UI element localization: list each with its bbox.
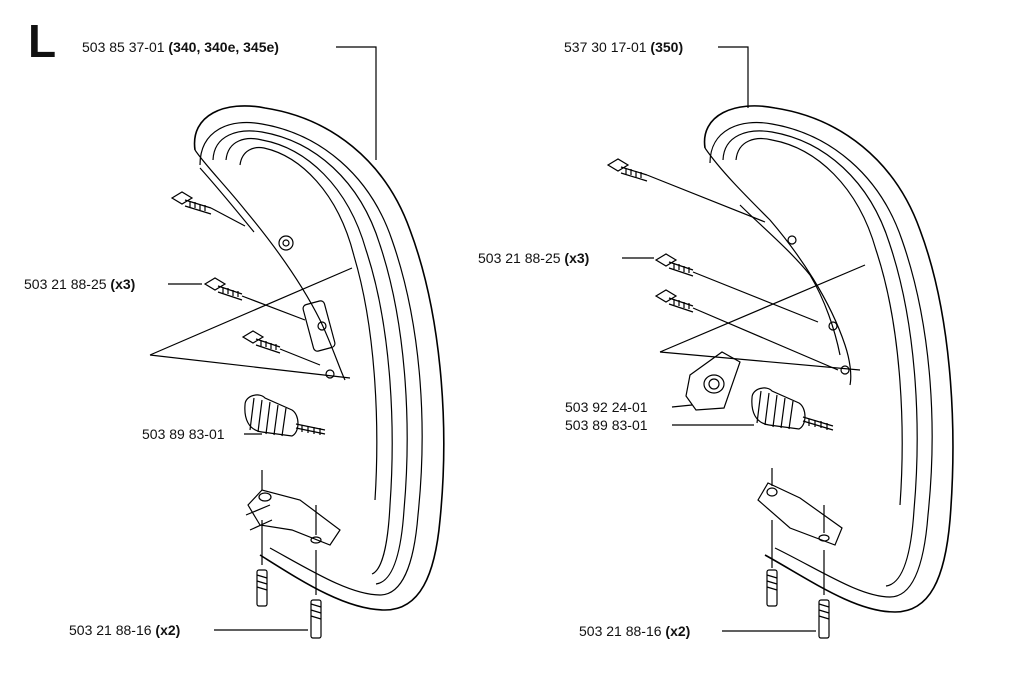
right-screws-bottom-part: 503 21 88-16: [579, 623, 662, 639]
right-damper-spring: [751, 387, 834, 431]
left-bracket-lines: [149, 267, 353, 379]
left-handle-label: 503 85 37-01 (340, 340e, 345e): [82, 39, 279, 55]
right-screws-top-label: 503 21 88-25 (x3): [478, 250, 589, 266]
right-handle-label: 537 30 17-01 (350): [564, 39, 683, 55]
left-bottom-screw-1: [256, 569, 268, 607]
left-screws-bottom-part: 503 21 88-16: [69, 622, 152, 638]
left-bottom-screw-2: [310, 599, 322, 639]
left-handle-bar: [193, 105, 445, 611]
left-lower-bracket: [245, 470, 341, 595]
left-screw-top: [170, 191, 246, 227]
right-lower-bracket: [757, 468, 843, 595]
left-leader-handle: [336, 46, 377, 160]
right-screw-top: [606, 158, 766, 223]
left-screws-bottom-label: 503 21 88-16 (x2): [69, 622, 180, 638]
right-bottom-screw-2: [818, 599, 830, 639]
right-screws-top-part: 503 21 88-25: [478, 250, 561, 266]
right-handle-bar: [703, 105, 954, 613]
right-handle-models: (350): [650, 39, 684, 55]
left-handle-models: (340, 340e, 345e): [168, 39, 279, 55]
right-leader-handle: [718, 46, 749, 108]
left-screws-top-label: 503 21 88-25 (x3): [24, 276, 135, 292]
left-damper-spring: [244, 394, 326, 437]
left-screw-mid2: [241, 330, 321, 366]
right-screws-top-qty: (x3): [564, 250, 590, 266]
right-damper-label: 503 89 83-01: [565, 417, 648, 433]
right-screw-mid2: [654, 289, 839, 371]
right-damper-plate: [685, 351, 741, 411]
right-screws-bottom-label: 503 21 88-16 (x2): [579, 623, 690, 639]
left-screw-mid1: [203, 277, 306, 321]
right-bracket-lines: [659, 264, 866, 371]
section-letter: L: [28, 15, 57, 67]
right-handle-part: 537 30 17-01: [564, 39, 647, 55]
right-plate-part: 503 92 24-01: [565, 399, 648, 415]
left-damper-label: 503 89 83-01: [142, 426, 225, 442]
right-screws-bottom-qty: (x2): [665, 623, 691, 639]
right-bottom-screw-1: [766, 569, 778, 607]
left-handle-part: 503 85 37-01: [82, 39, 165, 55]
left-screws-top-qty: (x3): [110, 276, 136, 292]
right-screw-mid1: [654, 253, 819, 323]
left-screws-top-part: 503 21 88-25: [24, 276, 107, 292]
left-damper-part: 503 89 83-01: [142, 426, 225, 442]
right-leader-plate: [671, 404, 693, 408]
left-screws-bottom-qty: (x2): [155, 622, 181, 638]
right-plate-label: 503 92 24-01: [565, 399, 648, 415]
right-damper-part: 503 89 83-01: [565, 417, 648, 433]
